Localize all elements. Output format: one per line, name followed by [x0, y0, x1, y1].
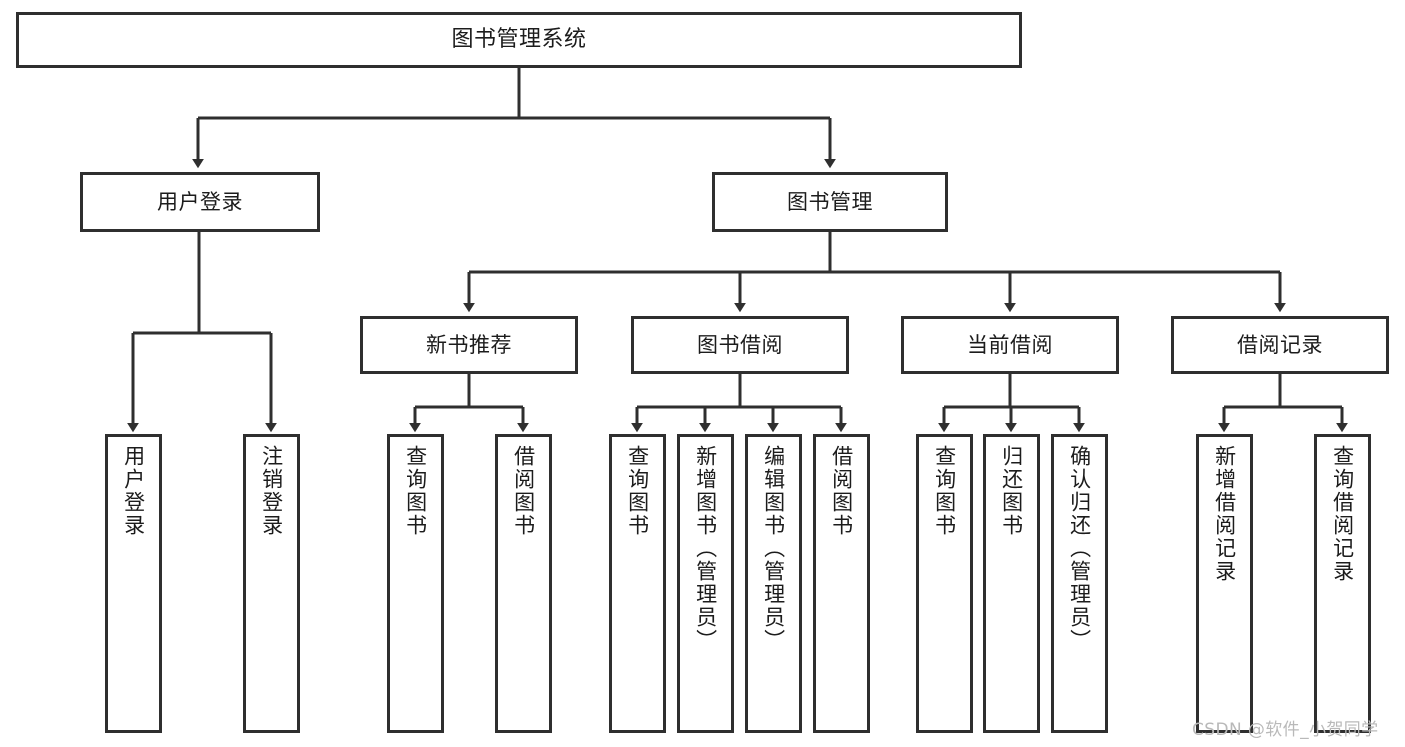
node-new-book-recommend-label: 新书推荐: [426, 332, 512, 357]
csdn-watermark: CSDN @软件_小贺同学: [1192, 720, 1379, 740]
node-borrow-record-label: 借阅记录: [1237, 332, 1323, 357]
node-leaf-user-logout-label: 注销登录: [259, 445, 284, 537]
node-leaf-borrow-book-2-label: 借阅图书: [829, 445, 854, 537]
node-leaf-query-book-1[interactable]: 查询图书: [387, 434, 444, 733]
node-book-borrow[interactable]: 图书借阅: [631, 316, 849, 374]
node-leaf-borrow-book-1-label: 借阅图书: [511, 445, 536, 537]
node-new-book-recommend[interactable]: 新书推荐: [360, 316, 578, 374]
node-leaf-edit-book-label: 编辑图书（管理员）: [761, 445, 786, 652]
node-leaf-user-login[interactable]: 用户登录: [105, 434, 162, 733]
node-borrow-record[interactable]: 借阅记录: [1171, 316, 1389, 374]
node-leaf-query-book-2-label: 查询图书: [625, 445, 650, 537]
node-leaf-return-book[interactable]: 归还图书: [983, 434, 1040, 733]
node-leaf-user-login-label: 用户登录: [121, 445, 146, 537]
node-user-login[interactable]: 用户登录: [80, 172, 320, 232]
node-book-manage[interactable]: 图书管理: [712, 172, 948, 232]
node-leaf-confirm-return[interactable]: 确认归还（管理员）: [1051, 434, 1108, 733]
node-leaf-borrow-book-1[interactable]: 借阅图书: [495, 434, 552, 733]
node-leaf-add-record[interactable]: 新增借阅记录: [1196, 434, 1253, 733]
node-leaf-query-book-3-label: 查询图书: [932, 445, 957, 537]
node-leaf-borrow-book-2[interactable]: 借阅图书: [813, 434, 870, 733]
node-leaf-add-record-label: 新增借阅记录: [1212, 445, 1237, 583]
node-leaf-query-book-2[interactable]: 查询图书: [609, 434, 666, 733]
node-root[interactable]: 图书管理系统: [16, 12, 1022, 68]
node-current-borrow[interactable]: 当前借阅: [901, 316, 1119, 374]
node-leaf-edit-book[interactable]: 编辑图书（管理员）: [745, 434, 802, 733]
node-leaf-query-record[interactable]: 查询借阅记录: [1314, 434, 1371, 733]
node-leaf-user-logout[interactable]: 注销登录: [243, 434, 300, 733]
node-current-borrow-label: 当前借阅: [967, 332, 1053, 357]
node-leaf-confirm-return-label: 确认归还（管理员）: [1067, 445, 1092, 652]
node-leaf-query-record-label: 查询借阅记录: [1330, 445, 1355, 583]
node-root-label: 图书管理系统: [451, 27, 587, 53]
node-leaf-query-book-1-label: 查询图书: [403, 445, 428, 537]
node-leaf-return-book-label: 归还图书: [999, 445, 1024, 537]
node-book-borrow-label: 图书借阅: [697, 332, 783, 357]
node-book-manage-label: 图书管理: [787, 189, 873, 214]
node-leaf-add-book-label: 新增图书（管理员）: [693, 445, 718, 652]
node-leaf-add-book[interactable]: 新增图书（管理员）: [677, 434, 734, 733]
node-leaf-query-book-3[interactable]: 查询图书: [916, 434, 973, 733]
node-user-login-label: 用户登录: [157, 189, 243, 214]
